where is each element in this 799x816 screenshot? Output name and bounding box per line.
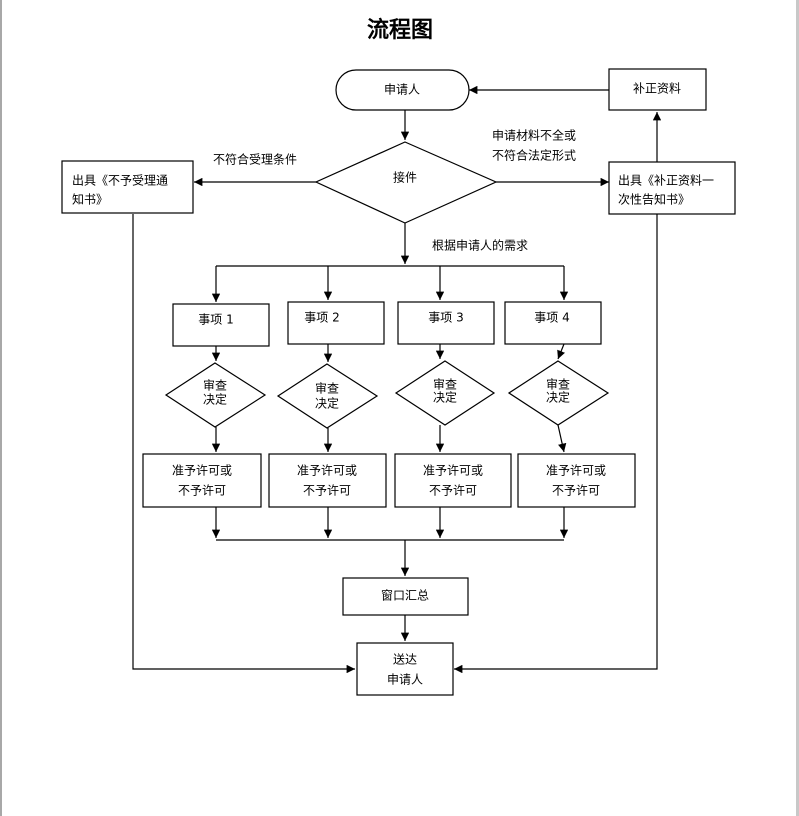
deliver-label-line1: 送达 xyxy=(393,652,417,667)
item-3-node xyxy=(397,301,495,345)
connectors xyxy=(132,85,662,674)
reject-notice-node xyxy=(61,160,194,214)
review-1-label-line1: 审查 xyxy=(203,378,227,393)
item-2-node xyxy=(287,301,385,345)
deliver-node xyxy=(356,642,454,696)
page-title: 流程图 xyxy=(367,17,433,43)
page-edge-left xyxy=(0,0,2,816)
arrow-supplement-notice-to-deliver xyxy=(454,214,658,674)
permit-3-label-line1: 准予许可或 xyxy=(423,464,483,478)
review-2-label-line1: 审查 xyxy=(315,381,339,396)
supplement-notice-label-line1: 出具《补正资料一 xyxy=(618,174,714,188)
item-4-label: 事项 4 xyxy=(534,311,569,325)
accept-decision xyxy=(314,141,498,224)
review-4-label-line1: 审查 xyxy=(546,377,570,392)
permit-3-node xyxy=(394,453,512,508)
review-1-label-line2: 决定 xyxy=(203,392,227,407)
permit-2-node xyxy=(268,453,387,508)
window-summary-label: 窗口汇总 xyxy=(381,589,429,603)
supplement-notice-node xyxy=(608,161,736,215)
deliver-label-line2: 申请人 xyxy=(387,673,423,687)
review-2-label-line2: 决定 xyxy=(315,396,339,411)
permit-3-label-line2: 不予许可 xyxy=(429,484,477,498)
permit-1-label-line2: 不予许可 xyxy=(178,484,226,498)
incomplete-label-line1: 申请材料不全或 xyxy=(492,128,576,143)
window-summary-node xyxy=(342,577,469,616)
permit-2-label-line1: 准予许可或 xyxy=(297,464,357,478)
permit-4-label-line2: 不予许可 xyxy=(552,484,600,498)
review-4-decision xyxy=(507,360,610,426)
permit-2-label-line2: 不予许可 xyxy=(303,484,351,498)
item-2-label: 事项 2 xyxy=(304,311,339,325)
applicant-node xyxy=(335,69,470,111)
review-4-label-line2: 决定 xyxy=(546,390,570,405)
need-label: 根据申请人的需求 xyxy=(432,238,528,253)
page-edge-right xyxy=(796,0,799,816)
arrow-item-4-to-review-4 xyxy=(557,343,566,360)
accept-label: 接件 xyxy=(393,170,417,185)
review-3-label-line2: 决定 xyxy=(433,390,457,405)
review-1-decision xyxy=(164,362,267,428)
review-3-decision xyxy=(394,360,496,426)
permit-4-label-line1: 准予许可或 xyxy=(546,464,606,478)
review-2-decision xyxy=(276,363,379,429)
item-1-node xyxy=(172,303,270,347)
supplement-node xyxy=(608,68,707,111)
reject-condition-label: 不符合受理条件 xyxy=(213,152,297,167)
reject-notice-label-line1: 出具《不予受理通 xyxy=(72,174,168,188)
permit-4-node xyxy=(517,453,636,508)
permit-1-label-line1: 准予许可或 xyxy=(172,464,232,478)
reject-notice-label-line2: 知书》 xyxy=(72,193,108,207)
arrow-review-4-to-permit-4 xyxy=(557,424,567,453)
supplement-label: 补正资料 xyxy=(633,82,681,96)
arrow-reject-notice-to-deliver xyxy=(132,214,355,674)
supplement-notice-label-line2: 次性告知书》 xyxy=(618,193,690,207)
item-1-label: 事项 1 xyxy=(198,313,233,327)
item-4-node xyxy=(504,301,602,345)
permit-1-node xyxy=(142,453,262,508)
applicant-label: 申请人 xyxy=(384,83,420,97)
item-3-label: 事项 3 xyxy=(428,311,463,325)
incomplete-label-line2: 不符合法定形式 xyxy=(492,148,576,163)
review-3-label-line1: 审查 xyxy=(433,377,457,392)
